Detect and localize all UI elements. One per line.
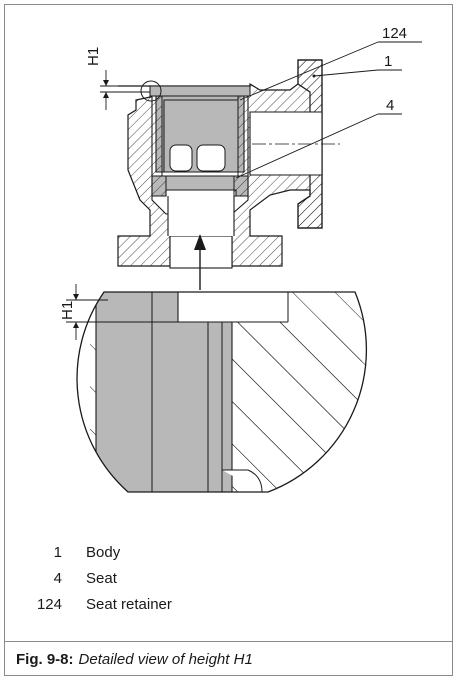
figure-frame [4, 4, 453, 676]
h1-label-top: H1 [85, 47, 102, 66]
detail-outline [76, 291, 368, 493]
legend-number: 124 [36, 596, 62, 613]
flow-arrow-head [194, 234, 206, 250]
legend-number: 1 [53, 544, 62, 561]
legend-item: 124 Seat retainer [18, 596, 318, 622]
detail-circle [140, 80, 162, 102]
caption-text: Detailed view of height H1 [78, 650, 253, 668]
caption-label: Fig. 9-8: [16, 650, 74, 668]
callout-4: 4 [235, 97, 402, 179]
legend: 1 Body 4 Seat 124 Seat retainer [18, 544, 318, 622]
h1-dimension-detail: H1 [59, 284, 178, 340]
retainer-window [169, 144, 193, 172]
h1-dimension-top: H1 [85, 47, 150, 110]
legend-item: 1 Body [18, 544, 318, 570]
h1-label-detail: H1 [59, 301, 76, 320]
callout-124: 124 [239, 25, 422, 101]
legend-label: Seat [86, 570, 117, 587]
valve-section-view: H1 124 1 4 [85, 25, 422, 290]
callout-label-124: 124 [382, 25, 407, 42]
callout-label-1: 1 [384, 53, 392, 70]
detail-view-h1: H1 [59, 284, 368, 493]
seat-left-hatch [151, 175, 167, 197]
callout-label-4: 4 [386, 97, 394, 114]
seat-right-hatch [233, 175, 249, 197]
legend-label: Body [86, 544, 121, 561]
retainer-window [196, 144, 226, 172]
retainer-top [149, 85, 251, 97]
callout-1: 1 [312, 53, 402, 78]
legend-number: 4 [53, 570, 62, 587]
legend-label: Seat retainer [86, 596, 172, 613]
figure-caption: Fig. 9-8: Detailed view of height H1 [4, 641, 453, 676]
legend-item: 4 Seat [18, 570, 318, 596]
inlet-passage [168, 200, 234, 236]
outlet-bore [249, 111, 323, 176]
detail-retainer [95, 292, 233, 492]
retainer-wall-right [237, 95, 249, 189]
retainer-wall-left [151, 95, 163, 189]
